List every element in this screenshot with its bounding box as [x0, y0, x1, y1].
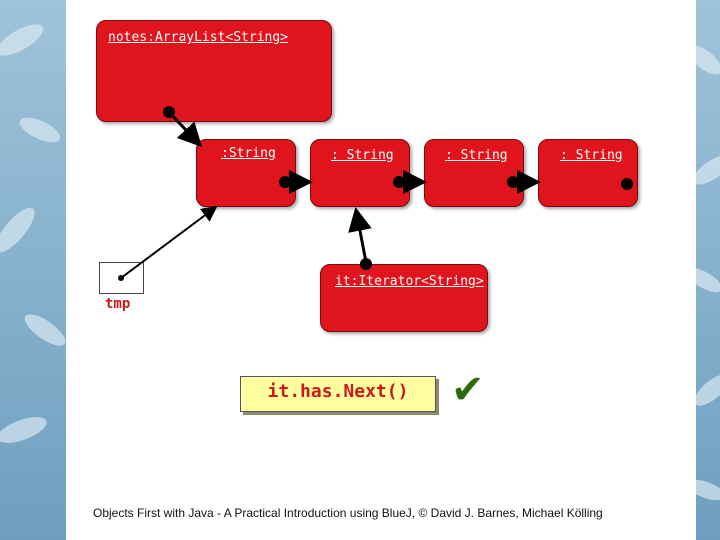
- ref-dot-arraylist: [163, 106, 175, 118]
- method-call-box: it.has.Next(): [240, 376, 436, 412]
- tmp-variable-label: tmp: [105, 296, 131, 312]
- arraylist-object: [96, 20, 332, 122]
- ref-dot-string-4: [621, 178, 633, 190]
- string-label-3: : String: [445, 148, 508, 163]
- ref-dot-string-3: [507, 176, 519, 188]
- iterator-object: [320, 264, 488, 332]
- string-object-3: [424, 139, 524, 207]
- ref-dot-string-2: [393, 176, 405, 188]
- ref-arrow-iterator: [348, 207, 372, 263]
- string-object-4: [538, 139, 638, 207]
- ref-arrow-arraylist: [167, 110, 203, 148]
- method-call-text: it.has.Next(): [267, 381, 409, 402]
- string-label-1: :String: [221, 146, 276, 161]
- footer-credit: Objects First with Java - A Practical In…: [93, 506, 603, 520]
- ref-dot-iterator: [360, 258, 372, 270]
- check-mark-icon: ✔: [451, 367, 485, 413]
- ref-dot-tmp: [118, 275, 124, 281]
- ref-arrow-tmp: [120, 205, 218, 279]
- string-label-4: : String: [560, 148, 623, 163]
- iterator-label: it:Iterator<String>: [335, 274, 484, 289]
- ref-dot-string-1: [279, 176, 291, 188]
- string-label-2: : String: [331, 148, 394, 163]
- string-object-2: [310, 139, 410, 207]
- arraylist-label: notes:ArrayList<String>: [108, 30, 289, 45]
